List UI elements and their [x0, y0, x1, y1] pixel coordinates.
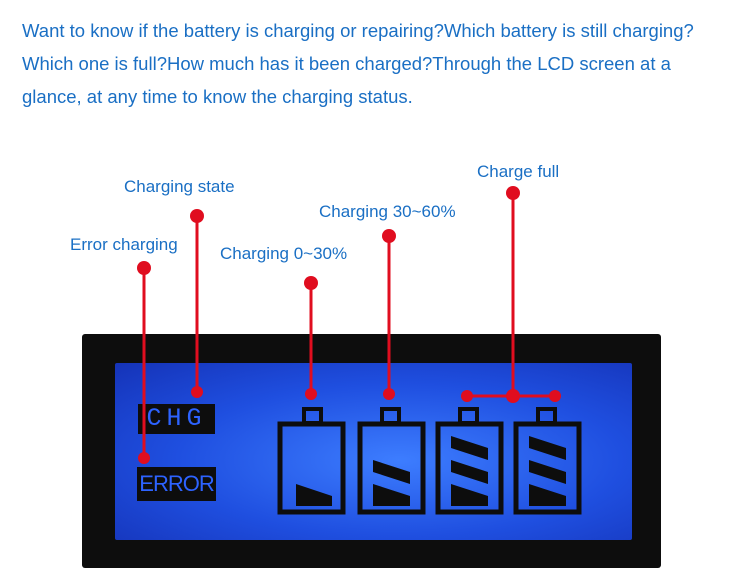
lcd-chg-indicator: CHG	[138, 404, 215, 434]
dot-charging-0-30-top	[304, 276, 318, 290]
callout-error-charging: Error charging	[70, 235, 178, 254]
battery-icon-4	[513, 407, 582, 515]
callout-charge-full: Charge full	[477, 162, 560, 181]
callout-charging-state: Charging state	[124, 177, 235, 196]
dot-error-charging-bottom	[138, 452, 150, 464]
lcd-error-indicator: ERROR	[137, 467, 216, 501]
dot-charging-state-bottom	[191, 386, 203, 398]
battery-4-bar-1	[529, 484, 566, 506]
dot-charge-full-right	[549, 390, 561, 402]
battery-1-bar-1	[296, 484, 332, 506]
battery-4-bar-2	[529, 460, 566, 484]
battery-3-bar-2	[451, 460, 488, 484]
callout-charging-0-30: Charging 0~30%	[220, 244, 348, 263]
dot-charge-full-top	[506, 186, 520, 200]
battery-3-bar-3	[451, 436, 488, 460]
intro-paragraph: Want to know if the battery is charging …	[22, 20, 694, 107]
dot-charging-state-top	[190, 209, 204, 223]
dot-error-charging-top	[137, 261, 151, 275]
battery-icon-1	[277, 407, 346, 515]
battery-3-bar-1	[451, 484, 488, 506]
dot-charging-30-60-top	[382, 229, 396, 243]
battery-icon-2	[357, 407, 426, 515]
battery-2-bar-2	[373, 460, 410, 484]
dot-charge-full-mid	[506, 389, 520, 403]
callout-charging-30-60: Charging 30~60%	[319, 202, 456, 221]
battery-2-bar-1	[373, 484, 410, 506]
dot-charging-30-60-bottom	[383, 388, 395, 400]
dot-charging-0-30-bottom	[305, 388, 317, 400]
battery-4-bar-3	[529, 436, 566, 460]
dot-charge-full-left	[461, 390, 473, 402]
battery-icon-3	[435, 407, 504, 515]
